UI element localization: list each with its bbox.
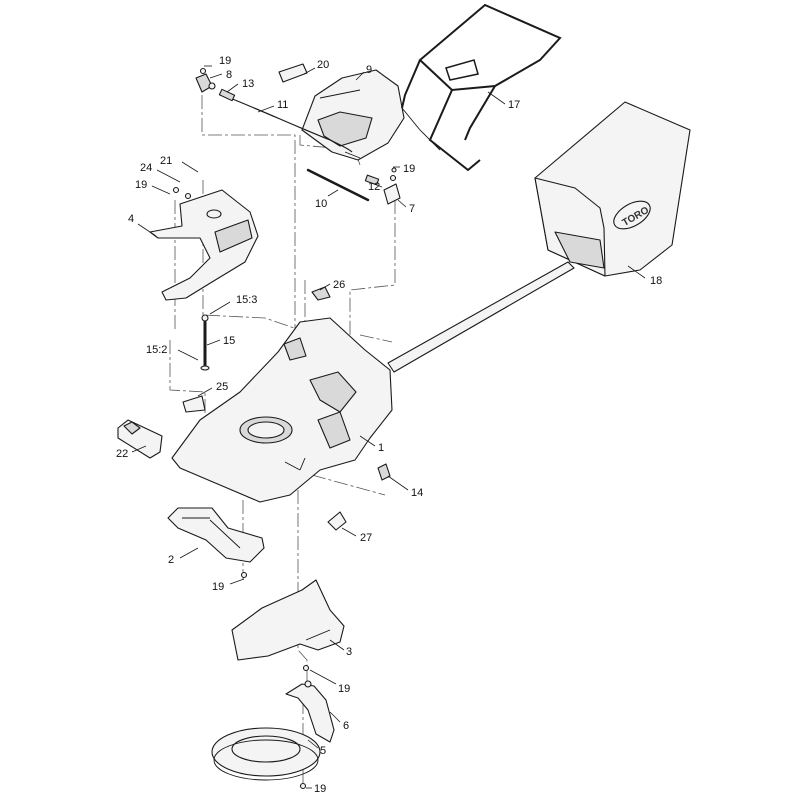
callout-15-2: 15:2 [146, 344, 167, 356]
part-2-front-bracket [167, 507, 265, 563]
callout-24: 24 [140, 162, 152, 174]
callout-leaders [131, 65, 646, 789]
callout-2: 2 [168, 554, 174, 566]
callout-9: 9 [366, 64, 372, 76]
callout-6: 6 [343, 720, 349, 732]
part-5-ring-spacer [211, 727, 321, 781]
callout-21: 21 [160, 155, 172, 167]
part-1-deck-housing [171, 317, 393, 503]
callout-17: 17 [508, 99, 520, 111]
callout-15-3: 15:3 [236, 294, 257, 306]
callout-15: 15 [223, 335, 235, 347]
callout-14: 14 [411, 487, 423, 499]
part-3-rear-baffle [231, 579, 345, 661]
callout-12: 12 [368, 181, 380, 193]
callout-19: 19 [212, 581, 224, 593]
callout-20: 20 [317, 59, 329, 71]
part-26-clip [311, 286, 331, 301]
callout-19: 19 [403, 163, 415, 175]
callout-27: 27 [360, 532, 372, 544]
part-25-wedge [182, 395, 206, 413]
part-14-clip [377, 463, 391, 481]
part-8-pivot-bracket [195, 67, 216, 93]
part-9-top-cover [301, 69, 405, 161]
callout-3: 3 [346, 646, 352, 658]
part-6-blade-adapter [285, 680, 335, 743]
callout-10: 10 [315, 198, 327, 210]
callout-13: 13 [242, 78, 254, 90]
part-15-height-adjust-rod [200, 314, 210, 371]
part-11-cable [218, 88, 353, 153]
part-4-side-discharge-chute [149, 186, 259, 301]
callout-labels: 19 8 13 20 9 11 17 21 24 19 4 19 12 7 10… [116, 55, 662, 795]
callout-4: 4 [128, 213, 134, 225]
part-10-rod [306, 168, 370, 202]
part-27-wedge [327, 511, 347, 531]
assembly-centerlines [169, 95, 396, 785]
callout-25: 25 [216, 381, 228, 393]
part-17-bag-frame [401, 3, 562, 172]
callout-8: 8 [226, 69, 232, 81]
bag-handle-rod [387, 261, 575, 373]
callout-26: 26 [333, 279, 345, 291]
part-22-label-plate [117, 419, 163, 459]
part-7-right-bracket [364, 167, 401, 205]
callout-19: 19 [135, 179, 147, 191]
fasteners [240, 571, 310, 790]
callout-22: 22 [116, 448, 128, 460]
part-18-grass-bag: TORO [534, 101, 691, 277]
callout-19: 19 [219, 55, 231, 67]
callout-11: 11 [277, 99, 288, 111]
callout-19: 19 [314, 783, 326, 795]
callout-1: 1 [378, 442, 384, 454]
callout-5: 5 [320, 745, 326, 757]
callout-7: 7 [409, 203, 415, 215]
part-20-decal-strip [278, 63, 308, 83]
callout-18: 18 [650, 275, 662, 287]
callout-19: 19 [338, 683, 350, 695]
